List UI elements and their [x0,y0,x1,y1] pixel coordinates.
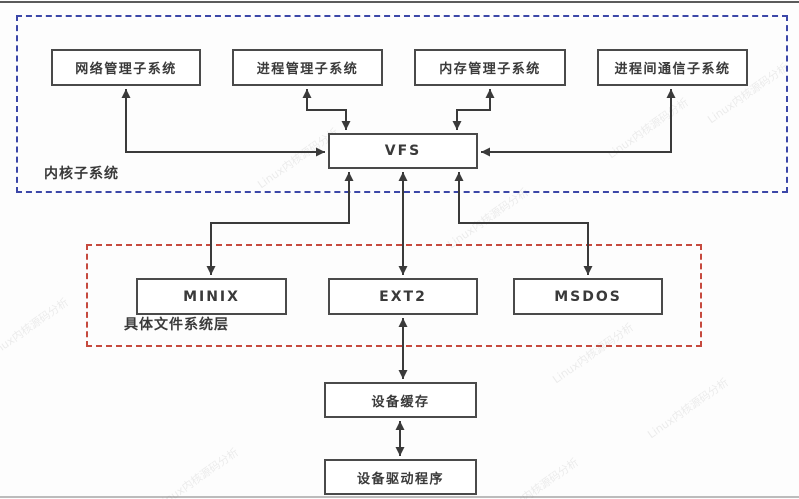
node-process-subsystem: 进程管理子系统 [232,49,383,86]
arrowhead-down [395,447,405,456]
arrowhead-down [583,266,593,275]
arrowhead-down [452,121,462,130]
arrowhead-up [395,421,405,430]
connector-ipc-vfs [481,89,676,157]
arrowhead-up [398,172,408,181]
node-ipc-subsystem: 进程间通信子系统 [597,49,748,86]
group-label-concrete-filesystem-layer: 具体文件系统层 [124,317,229,333]
connector-ext2-devcache [398,318,408,379]
arrowhead-up [344,172,354,181]
arrowhead-down [398,370,408,379]
arrowhead-up [666,89,676,98]
node-network-subsystem: 网络管理子系统 [51,49,201,86]
arrowhead-right [316,147,325,157]
arrowhead-up [454,172,464,181]
node-device-cache: 设备缓存 [324,382,477,418]
arrowhead-down [398,266,408,275]
bottom-border-line [0,496,799,498]
connector-memory-vfs [452,89,495,130]
group-concrete-filesystem-layer [86,244,702,347]
node-device-driver: 设备驱动程序 [324,459,477,495]
node-memory-subsystem: 内存管理子系统 [414,49,566,86]
node-msdos: MSDOS [513,278,663,315]
connector-process-vfs [302,89,351,130]
arrowhead-up [485,89,495,98]
arrowhead-up [121,89,131,98]
group-label-kernel-subsystems: 内核子系统 [44,166,119,182]
connector-vfs-minix [206,172,354,275]
connector-devcache-driver [395,421,405,456]
arrowhead-left [481,147,490,157]
arrowhead-down [341,121,351,130]
arrowhead-up [302,89,312,98]
arrowhead-up [398,318,408,327]
connector-vfs-ext2 [398,172,408,275]
node-ext2: EXT2 [328,278,478,315]
arrowhead-down [206,266,216,275]
connector-network-vfs [121,89,325,157]
connector-vfs-msdos [454,172,593,275]
node-vfs: VFS [328,133,478,169]
node-minix: MINIX [136,278,287,315]
top-border-line [0,1,799,3]
